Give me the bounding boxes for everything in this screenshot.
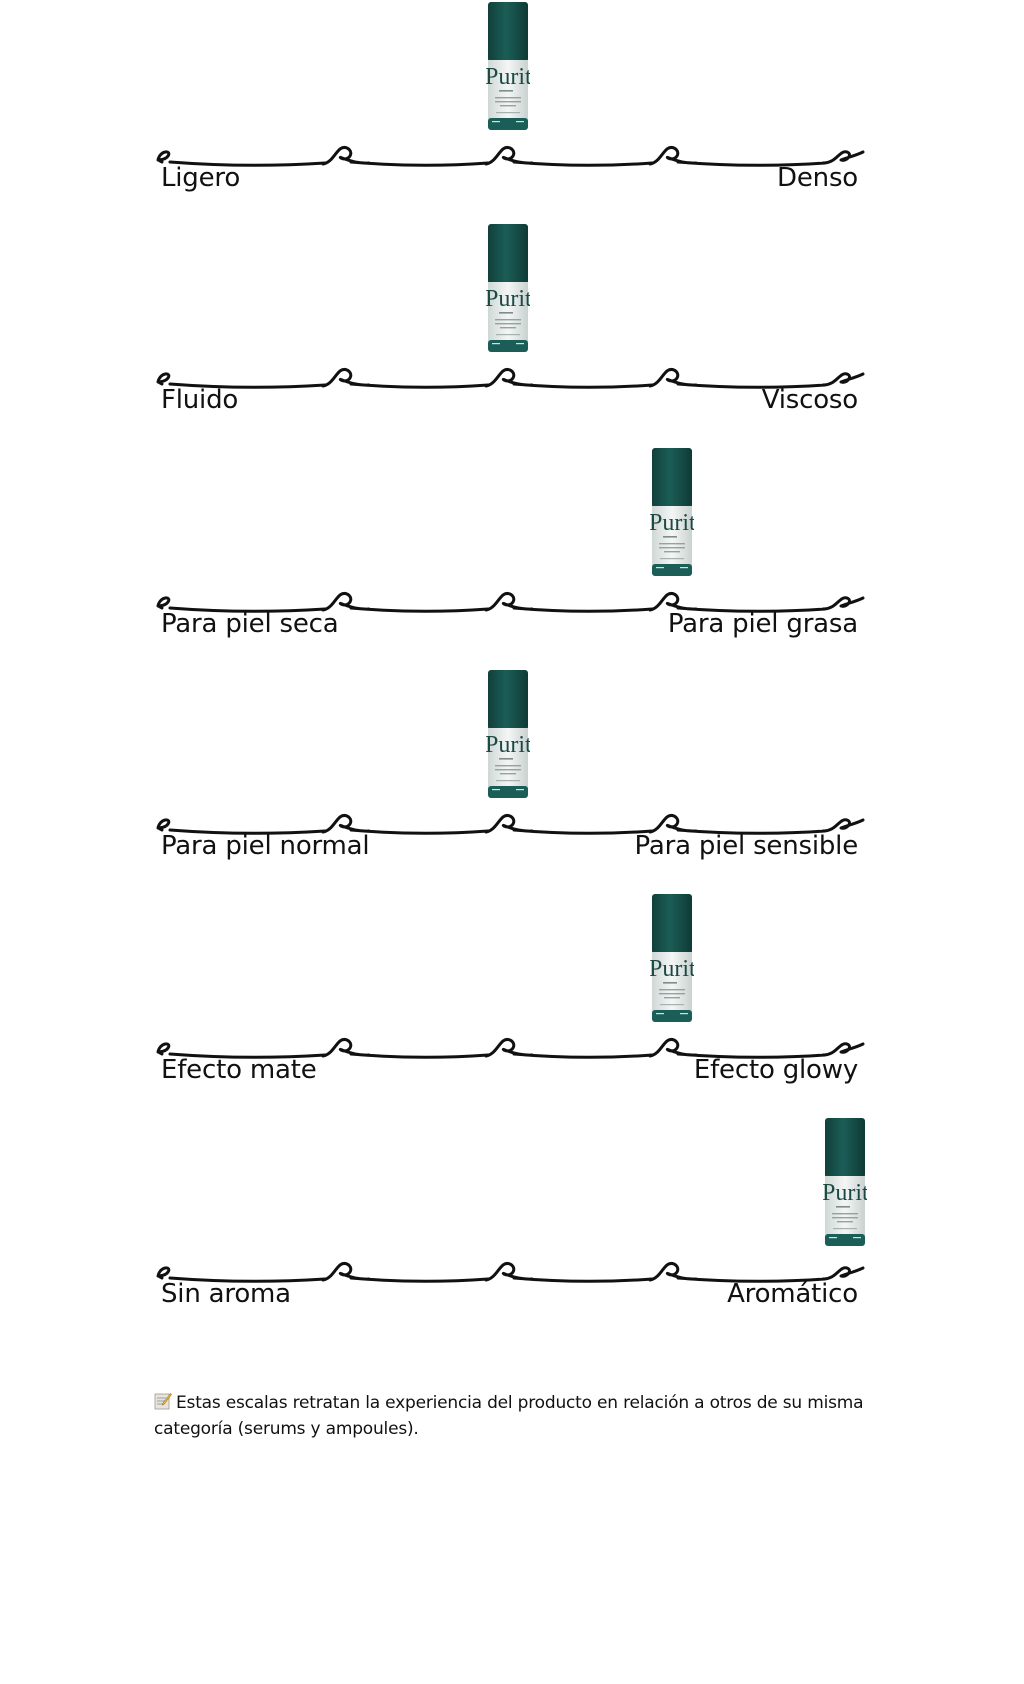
scale-left-label: Sin aroma [161, 1279, 291, 1309]
scale-curly-line [156, 1261, 865, 1283]
scale-row: PuritoSin aroma Aromático [0, 1116, 1024, 1316]
scale-curly-line [156, 367, 865, 389]
scale-row: PuritoEfecto mate Efecto glowy [0, 892, 1024, 1092]
product-bottle-icon: Purito [486, 670, 530, 798]
product-bottle-icon: Purito [486, 224, 530, 352]
disclaimer-text: Estas escalas retratan la experiencia de… [154, 1393, 864, 1439]
scale-right-label: Viscoso [761, 385, 858, 415]
scale-curly-line [156, 591, 865, 613]
product-bottle-icon: Purito [823, 1118, 867, 1246]
svg-text:Purito: Purito [486, 286, 530, 312]
scale-left-label: Ligero [161, 163, 241, 193]
scale-row: PuritoPara piel normal Para piel sensible [0, 668, 1024, 868]
svg-text:Purito: Purito [650, 510, 694, 536]
svg-text:Purito: Purito [650, 956, 694, 982]
scale-line-path [156, 813, 865, 835]
product-bottle-icon: Purito [486, 2, 530, 130]
svg-text:Purito: Purito [823, 1180, 867, 1206]
scale-right-label: Denso [777, 163, 858, 193]
scale-left-label: Para piel normal [161, 831, 370, 861]
scale-line-path [156, 1037, 865, 1059]
scale-row: PuritoPara piel seca Para piel grasa [0, 446, 1024, 646]
scale-line-path [156, 591, 865, 613]
scale-row: PuritoLigero Denso [0, 0, 1024, 200]
product-bottle-icon: Purito [650, 448, 694, 576]
scale-right-label: Efecto glowy [693, 1055, 858, 1085]
scale-right-label: Aromático [727, 1279, 858, 1309]
disclaimer-note: Estas escalas retratan la experiencia de… [154, 1390, 874, 1442]
scale-right-label: Para piel sensible [634, 831, 859, 861]
scale-curly-line [156, 1037, 865, 1059]
scale-line-path [156, 367, 865, 389]
scale-row: PuritoFluido Viscoso [0, 222, 1024, 422]
memo-icon [154, 1393, 172, 1410]
scale-left-label: Efecto mate [161, 1055, 317, 1085]
scale-line-path [156, 1261, 865, 1283]
scale-right-label: Para piel grasa [667, 609, 858, 639]
scale-curly-line [156, 145, 865, 167]
scale-curly-line [156, 813, 865, 835]
svg-text:Purito: Purito [486, 64, 530, 90]
scale-left-label: Para piel seca [161, 609, 339, 639]
product-bottle-icon: Purito [650, 894, 694, 1022]
scale-left-label: Fluido [161, 385, 239, 415]
scale-line-path [156, 145, 865, 167]
svg-text:Purito: Purito [486, 732, 530, 758]
